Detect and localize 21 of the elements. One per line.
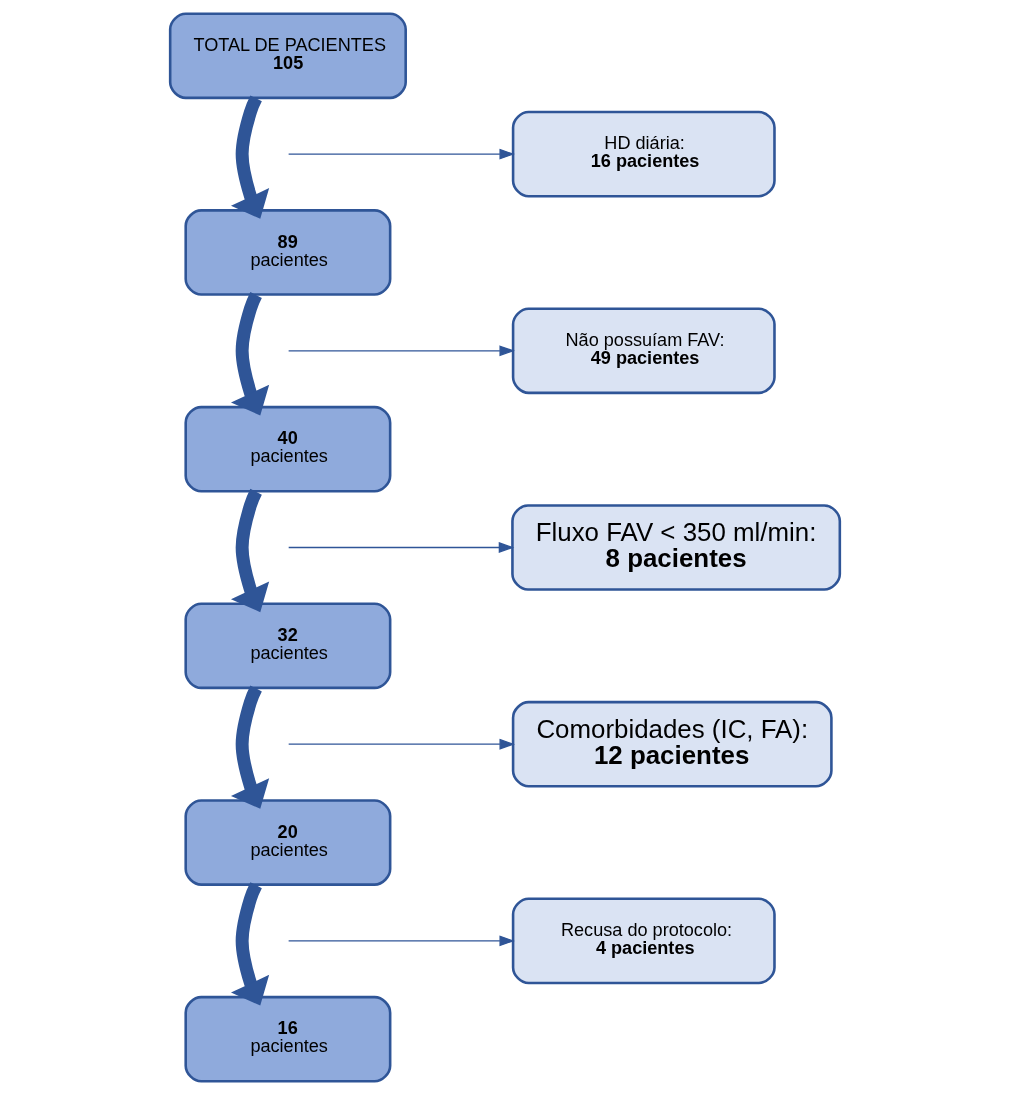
node-box: 89 pacientes [183, 209, 391, 296]
node-box: Recusa do protocolo: 4 pacientes [511, 897, 776, 985]
node-box: 40 pacientes [183, 405, 391, 493]
node-box: 32 pacientes [183, 602, 391, 690]
node-box: 16 pacientes [183, 995, 391, 1083]
node-box: Não possuíam FAV: 49 pacientes [511, 307, 776, 395]
arrow [230, 882, 269, 1006]
arrow [287, 542, 514, 553]
arrow [287, 345, 515, 357]
arrow [230, 685, 269, 809]
node-box: 20 pacientes [183, 799, 391, 886]
arrow [287, 738, 515, 750]
arrow [287, 935, 515, 947]
node-box: Fluxo FAV < 350 ml/min: 8 pacientes [510, 504, 841, 591]
arrow [287, 148, 515, 160]
node-box: Comorbidades (IC, FA): 12 pacientes [511, 700, 833, 788]
node-box: TOTAL DE PACIENTES 105 [168, 12, 407, 100]
arrow [230, 95, 269, 219]
arrow [230, 488, 269, 613]
arrow [230, 292, 269, 416]
node-box: HD diária: 16 pacientes [511, 110, 776, 198]
